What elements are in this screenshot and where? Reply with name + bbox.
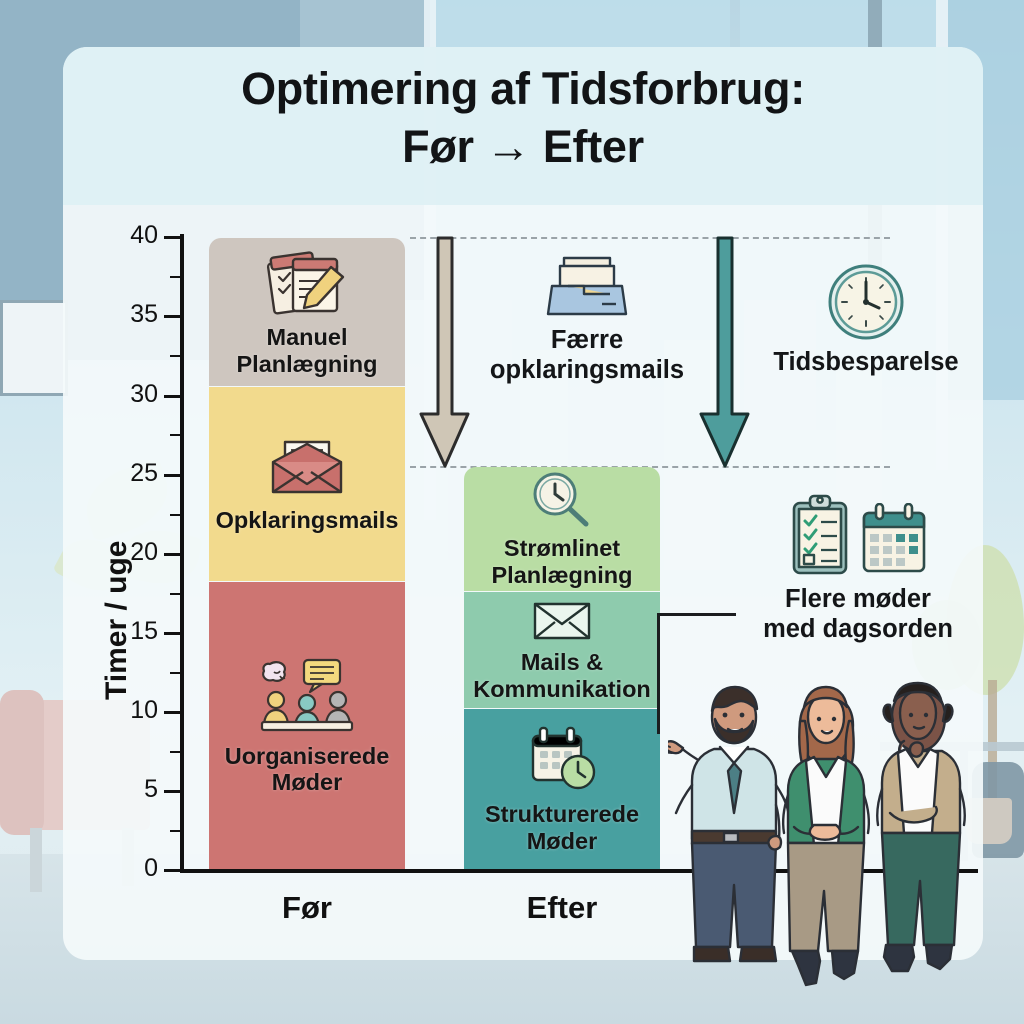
x-axis-line: [180, 869, 978, 873]
y-tick-label-30: 30: [130, 380, 158, 408]
y-minor-tick: [170, 355, 181, 357]
x-axis-label-efter: Efter: [526, 890, 598, 925]
y-minor-tick: [170, 751, 181, 753]
bar-segment-label: Opklaringsmails: [215, 507, 399, 534]
bar-segment-label: Manuel Planlægning: [236, 324, 378, 377]
y-minor-tick: [170, 276, 181, 278]
bar-segment-stroemlinet-planlaegning[interactable]: Strømlinet Planlægning: [464, 467, 660, 591]
calendar-icon: [862, 503, 926, 573]
y-tick-label-15: 15: [130, 617, 158, 645]
arrow-down-beige-icon: [419, 236, 470, 468]
sofa-leg: [30, 828, 42, 892]
annotation-faerre-opklaringsmails: Færre opklaringsmails: [462, 256, 712, 385]
guideline-top: [410, 237, 890, 239]
y-tick-5: [164, 790, 181, 793]
closed-envelope-icon: [531, 598, 593, 649]
people-meeting-icon: [254, 656, 360, 743]
arrow-down-teal-icon: [699, 236, 750, 468]
wall-clock-icon: [740, 262, 992, 342]
y-axis-title: Timer / uge: [100, 540, 133, 701]
y-tick-label-40: 40: [130, 221, 158, 249]
y-tick-35: [164, 315, 181, 318]
y-minor-tick: [170, 434, 181, 436]
colleague-woman: [782, 685, 870, 987]
annotation-line-1: Færre: [550, 326, 624, 354]
chart-title-line-2: Før → Efter: [402, 120, 644, 172]
y-tick-label-10: 10: [130, 696, 158, 724]
colleague-woman-2: [876, 681, 966, 973]
open-envelope-icon: [259, 434, 355, 507]
sofa-arm: [0, 690, 44, 835]
bar-segment-mails-kommunikation[interactable]: Mails & Kommunikation: [464, 592, 660, 708]
y-tick-label-35: 35: [130, 300, 158, 328]
bar-segment-strukturerede-moeder[interactable]: Strukturerede Møder: [464, 709, 660, 869]
bar-segment-label: Mails & Kommunikation: [473, 649, 651, 702]
y-minor-tick: [170, 830, 181, 832]
y-tick-label-20: 20: [130, 538, 158, 566]
card-header-band: [63, 47, 983, 205]
y-minor-tick: [170, 514, 181, 516]
y-tick-25: [164, 474, 181, 477]
annotation-line-2: med dagsorden: [763, 614, 953, 643]
people-illustration: [659, 655, 1008, 1005]
bar-segment-opklaringsmails[interactable]: Opklaringsmails: [209, 387, 405, 581]
clipboard-and-calendar-icons: [727, 493, 989, 579]
y-tick-20: [164, 553, 181, 556]
bar-segment-label: Strømlinet Planlægning: [491, 535, 633, 588]
magnifier-clock-icon: [527, 470, 597, 535]
y-tick-30: [164, 395, 181, 398]
bar-segment-label: Uorganiserede Møder: [224, 742, 390, 795]
annotation-line-2: opklaringsmails: [489, 355, 685, 384]
clipboard-checklist-icon: [792, 494, 848, 575]
annotation-line-1: Flere møder: [785, 585, 931, 613]
presenter-man: [659, 685, 790, 963]
chart-title-line-1: Optimering af Tidsforbrug:: [241, 63, 805, 114]
y-tick-label-25: 25: [130, 459, 158, 487]
notes-checklist-pencil-icon: [259, 247, 355, 324]
file-tray-icon: [462, 256, 712, 320]
y-minor-tick: [170, 593, 181, 595]
bar-segment-manuel-planlaegning[interactable]: Manuel Planlægning: [209, 238, 405, 386]
y-tick-40: [164, 236, 181, 239]
x-axis-label-foer: Før: [282, 890, 332, 925]
y-minor-tick: [170, 672, 181, 674]
y-axis-line: [180, 234, 184, 873]
annotation-tidsbesparelse: Tidsbesparelse: [740, 262, 992, 378]
callout-leader-line: [657, 613, 736, 734]
calendar-clock-icon: [519, 724, 605, 801]
y-tick-0: [164, 869, 181, 872]
chart-title: Optimering af Tidsforbrug: Før → Efter: [63, 60, 983, 175]
annotation-line-1: Tidsbesparelse: [773, 348, 959, 376]
y-tick-15: [164, 632, 181, 635]
y-tick-10: [164, 711, 181, 714]
y-tick-label-5: 5: [144, 775, 158, 803]
annotation-flere-moeder: Flere møder med dagsorden: [727, 493, 989, 644]
bar-segment-uorganiserede-moeder[interactable]: Uorganiserede Møder: [209, 582, 405, 869]
tree-trunk: [988, 680, 997, 800]
y-tick-label-0: 0: [144, 854, 158, 882]
bar-segment-label: Strukturerede Møder: [484, 801, 640, 854]
